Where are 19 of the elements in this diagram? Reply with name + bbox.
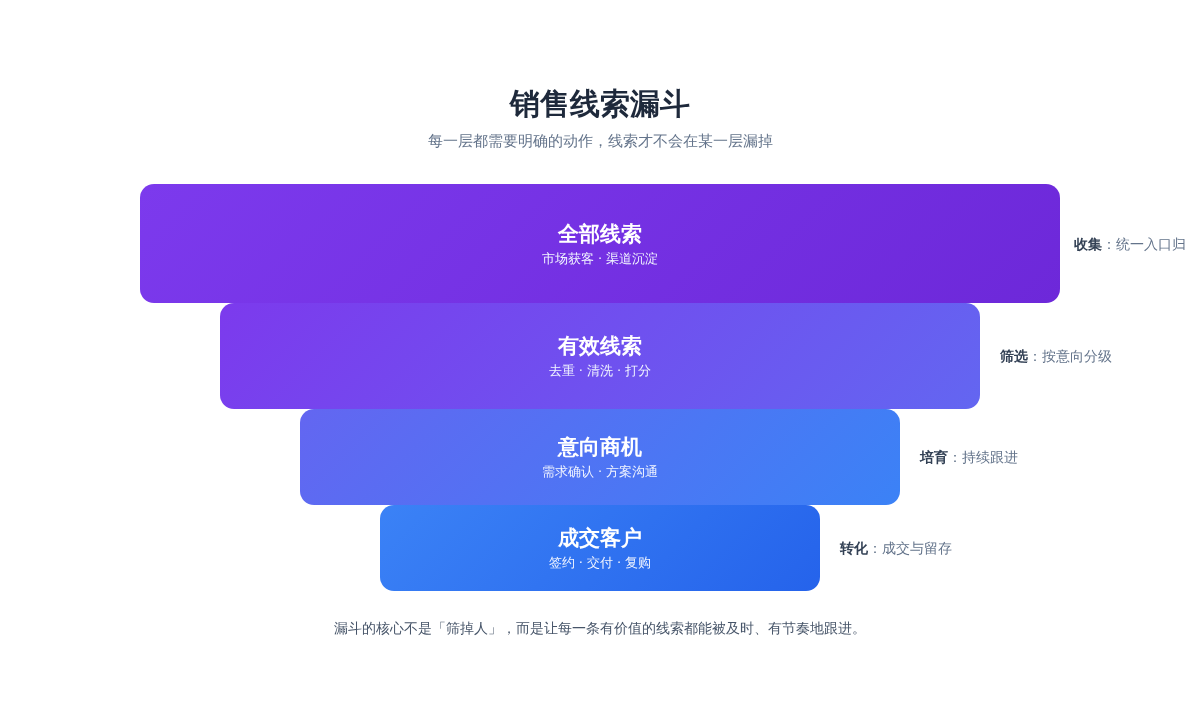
- diagram-title: 销售线索漏斗: [510, 85, 690, 123]
- stage-note: 转化：成交与留存: [840, 539, 952, 558]
- stage-title: 全部线索: [558, 220, 642, 248]
- stage-note: 培育：持续跟进: [920, 448, 1018, 467]
- funnel-stage: [220, 303, 980, 409]
- caption: 漏斗的核心不是「筛掉人」，而是让每一条有价值的线索都能被及时、有节奏地跟进。: [334, 619, 866, 638]
- stage-title: 有效线索: [558, 333, 642, 360]
- stage-note: 收集：统一入口归: [1074, 234, 1186, 254]
- funnel-stage: [380, 505, 820, 591]
- stage-title: 意向商机: [558, 434, 642, 461]
- funnel-stage: [140, 184, 1060, 303]
- subtitle: 每一层都需要明确的动作，线索才不会在某一层漏掉: [427, 131, 773, 152]
- stage-description: 签约 · 交付 · 复购: [548, 554, 652, 572]
- stage-title: 成交客户: [558, 525, 642, 552]
- stage-note: 筛选：按意向分级: [1000, 347, 1112, 366]
- stage-description: 需求确认 · 方案沟通: [541, 463, 659, 481]
- funnel-stage: [300, 409, 900, 505]
- stage-description: 去重 · 清洗 · 打分: [548, 362, 652, 380]
- stage-description: 市场获客 · 渠道沉淀: [541, 249, 659, 268]
